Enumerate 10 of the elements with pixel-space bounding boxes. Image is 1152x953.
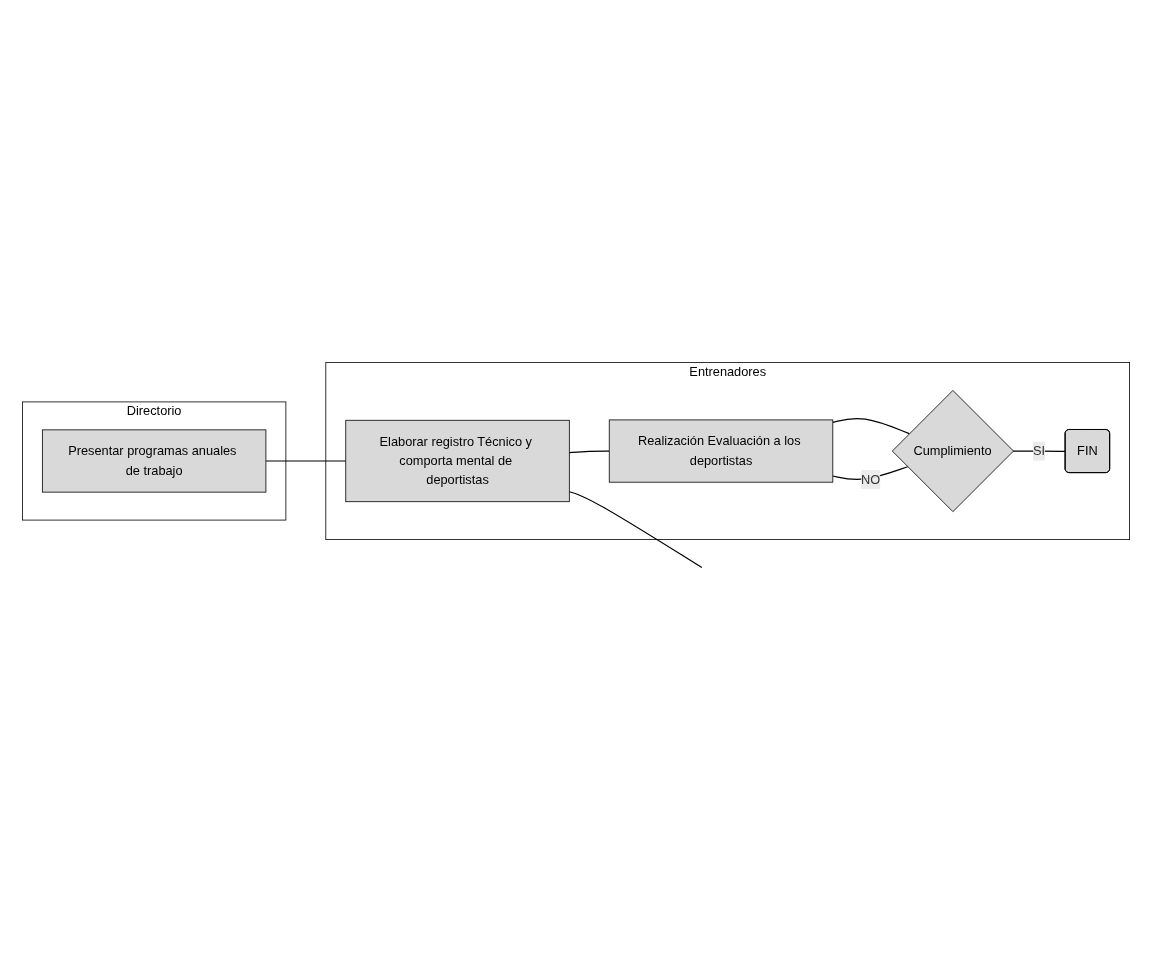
node-box: Elaborar registro Técnico y comporta mental de deportistas [345, 419, 570, 502]
node-box: Presentar programas anuales de trabajo [41, 428, 267, 493]
node-diamond: Cumplimiento [891, 389, 1014, 512]
connector [568, 449, 610, 453]
node-box: Realización Evaluación a los deportistas [608, 419, 834, 483]
connector [832, 417, 910, 434]
connector [265, 459, 347, 462]
edge-label: NO [861, 471, 881, 486]
edge-label: SI [1033, 443, 1046, 457]
connector [568, 490, 703, 568]
